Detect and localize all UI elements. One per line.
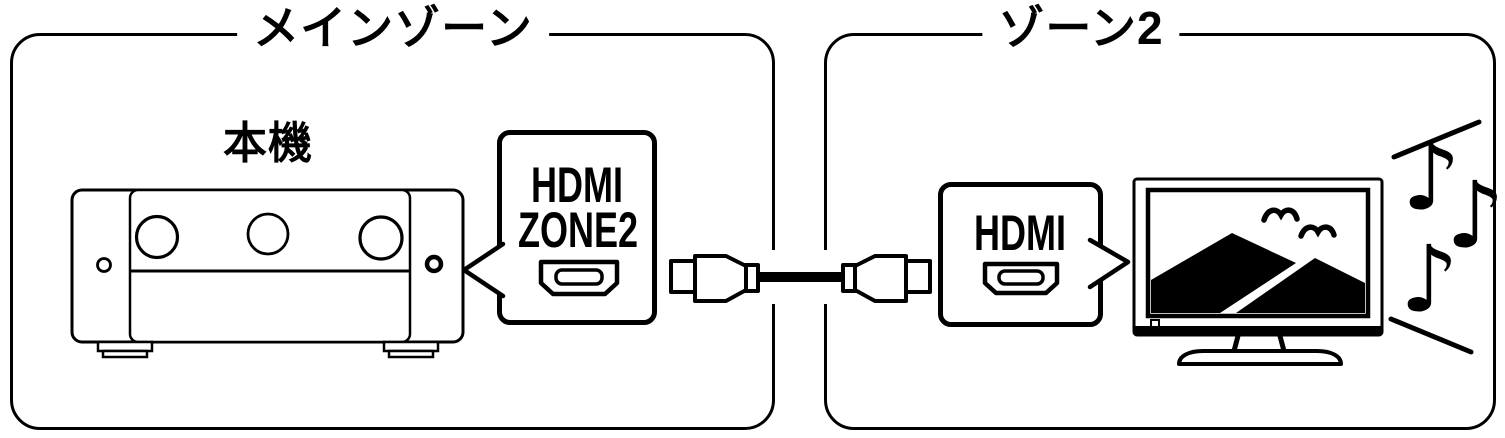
music-note-icon: ♪ [1400,226,1459,333]
receiver-label: 本機 [223,119,313,168]
zone2-title: ゾーン2 [982,2,1180,54]
hdmi-callout-zone2-line1: HDMI [974,205,1066,261]
main-zone-frame [10,33,775,430]
music-note-icon: ♪ [1446,162,1505,269]
zone2-frame [824,33,1496,430]
main-zone-title: メインゾーン [237,2,549,54]
hdmi-zone2-callout-line1: HDMI [531,157,623,213]
hdmi-callout-zone2 [938,182,1103,327]
hdmi-zone2-callout-line2: ZONE2 [517,202,639,258]
